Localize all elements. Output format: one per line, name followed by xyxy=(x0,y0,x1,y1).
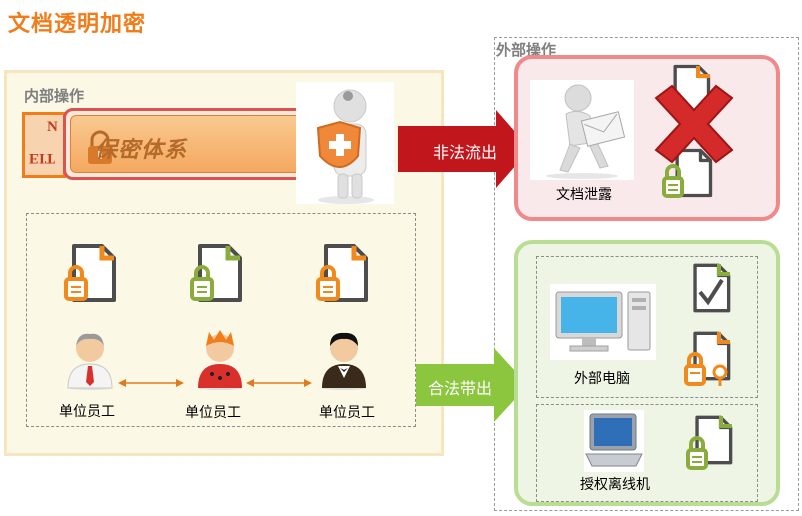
employee-avatar xyxy=(198,330,242,390)
security-guard-figure xyxy=(296,82,394,204)
secret-system-label: 保密体系 xyxy=(95,138,188,163)
blocked-documents-icon xyxy=(654,64,734,198)
collaboration-arrow xyxy=(246,379,312,387)
desktop-computer-icon xyxy=(550,284,656,360)
employee-label: 单位员工 xyxy=(59,404,115,420)
external-operations-panel xyxy=(494,37,799,511)
employee-label: 单位员工 xyxy=(319,405,375,421)
offline-laptop-caption: 授权离线机 xyxy=(580,477,650,493)
locked-document-icon xyxy=(190,244,242,302)
illegal-outflow-label: 非法流出 xyxy=(433,143,498,162)
locked-search-document-icon xyxy=(684,331,731,386)
collaboration-arrow xyxy=(118,379,184,387)
locked-document-icon xyxy=(686,415,733,470)
offline-laptop-icon xyxy=(584,410,644,472)
leak-caption: 文档泄露 xyxy=(556,187,612,203)
verified-document-icon xyxy=(693,263,731,313)
locked-document-icon xyxy=(64,244,116,302)
page-title: 文档透明加密 xyxy=(8,12,147,37)
employee-label: 单位员工 xyxy=(185,405,241,421)
leaking-person-figure xyxy=(530,80,634,180)
external-pc-caption: 外部电脑 xyxy=(574,371,630,387)
legal-carryout-arrow xyxy=(416,348,528,422)
offline-laptop-zone xyxy=(536,404,758,502)
secret-system-banner: 保密体系 xyxy=(63,108,309,180)
employee-avatar xyxy=(322,332,366,390)
padlock-icon xyxy=(88,130,112,164)
external-pc-zone xyxy=(536,256,758,398)
illegal-outflow-arrow xyxy=(398,110,530,188)
staff-area xyxy=(26,213,416,427)
internal-operations-label: 内部操作 xyxy=(24,87,85,105)
stamp-icon: N ЕIT xyxy=(22,112,66,178)
locked-document-icon xyxy=(316,244,368,302)
employee-avatar xyxy=(67,333,113,390)
external-operations-label: 外部操作 xyxy=(496,41,557,59)
legal-carryout-label: 合法带出 xyxy=(428,379,493,398)
